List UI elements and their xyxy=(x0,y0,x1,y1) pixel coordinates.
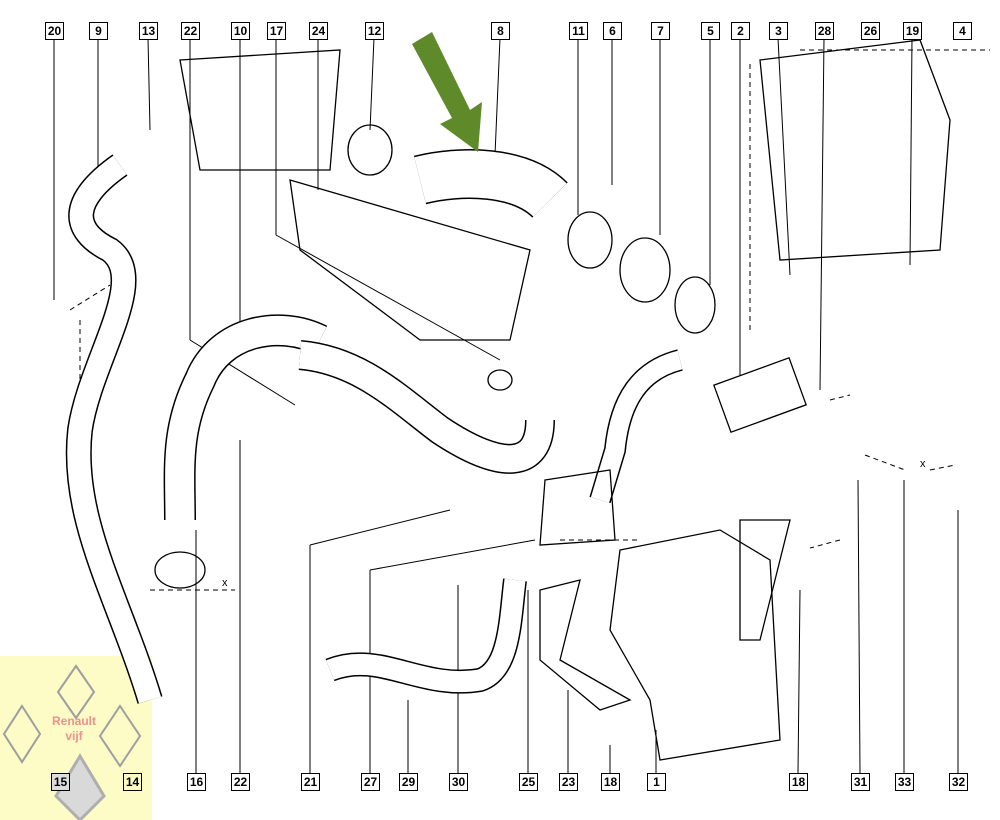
part-label-6[interactable]: 6 xyxy=(603,22,622,40)
part-label-18[interactable]: 18 xyxy=(601,773,620,791)
part-label-29[interactable]: 29 xyxy=(399,773,418,791)
part-label-21[interactable]: 21 xyxy=(301,773,320,791)
renault-watermark: Renault vijf xyxy=(0,656,152,820)
part-label-30[interactable]: 30 xyxy=(449,773,468,791)
part-label-10[interactable]: 10 xyxy=(231,22,250,40)
part-label-1[interactable]: 1 xyxy=(647,773,666,791)
part-label-23[interactable]: 23 xyxy=(559,773,578,791)
part-label-16[interactable]: 16 xyxy=(187,773,206,791)
part-label-13[interactable]: 13 xyxy=(139,22,158,40)
watermark-line1: Renault xyxy=(51,714,96,728)
part-label-2[interactable]: 2 xyxy=(731,22,750,40)
part-label-9[interactable]: 9 xyxy=(89,22,108,40)
part-label-32[interactable]: 32 xyxy=(949,773,968,791)
part-label-24[interactable]: 24 xyxy=(309,22,328,40)
part-label-5[interactable]: 5 xyxy=(701,22,720,40)
part-label-22-bottom[interactable]: 22 xyxy=(231,773,250,791)
part-label-19[interactable]: 19 xyxy=(903,22,922,40)
part-label-3[interactable]: 3 xyxy=(769,22,788,40)
part-label-7[interactable]: 7 xyxy=(651,22,670,40)
part-label-18-right[interactable]: 18 xyxy=(789,773,808,791)
part-label-20[interactable]: 20 xyxy=(45,22,64,40)
part-label-12[interactable]: 12 xyxy=(365,22,384,40)
part-label-22[interactable]: 22 xyxy=(181,22,200,40)
part-label-33[interactable]: 33 xyxy=(895,773,914,791)
highlight-arrow xyxy=(412,32,482,152)
renault-logos xyxy=(2,664,142,820)
dimension-x-left: x xyxy=(222,577,228,589)
part-label-14[interactable]: 14 xyxy=(123,773,142,791)
part-label-15[interactable]: 15 xyxy=(51,773,70,791)
watermark-line2: vijf xyxy=(65,729,83,743)
part-label-27[interactable]: 27 xyxy=(361,773,380,791)
part-label-25[interactable]: 25 xyxy=(519,773,538,791)
dimension-x-right: x xyxy=(920,458,926,470)
part-label-8[interactable]: 8 xyxy=(491,22,510,40)
part-label-28[interactable]: 28 xyxy=(815,22,834,40)
part-label-4[interactable]: 4 xyxy=(953,22,972,40)
part-label-26[interactable]: 26 xyxy=(861,22,880,40)
part-label-11[interactable]: 11 xyxy=(569,22,588,40)
part-label-17[interactable]: 17 xyxy=(267,22,286,40)
watermark-text: Renault vijf xyxy=(44,714,104,744)
part-label-31[interactable]: 31 xyxy=(851,773,870,791)
